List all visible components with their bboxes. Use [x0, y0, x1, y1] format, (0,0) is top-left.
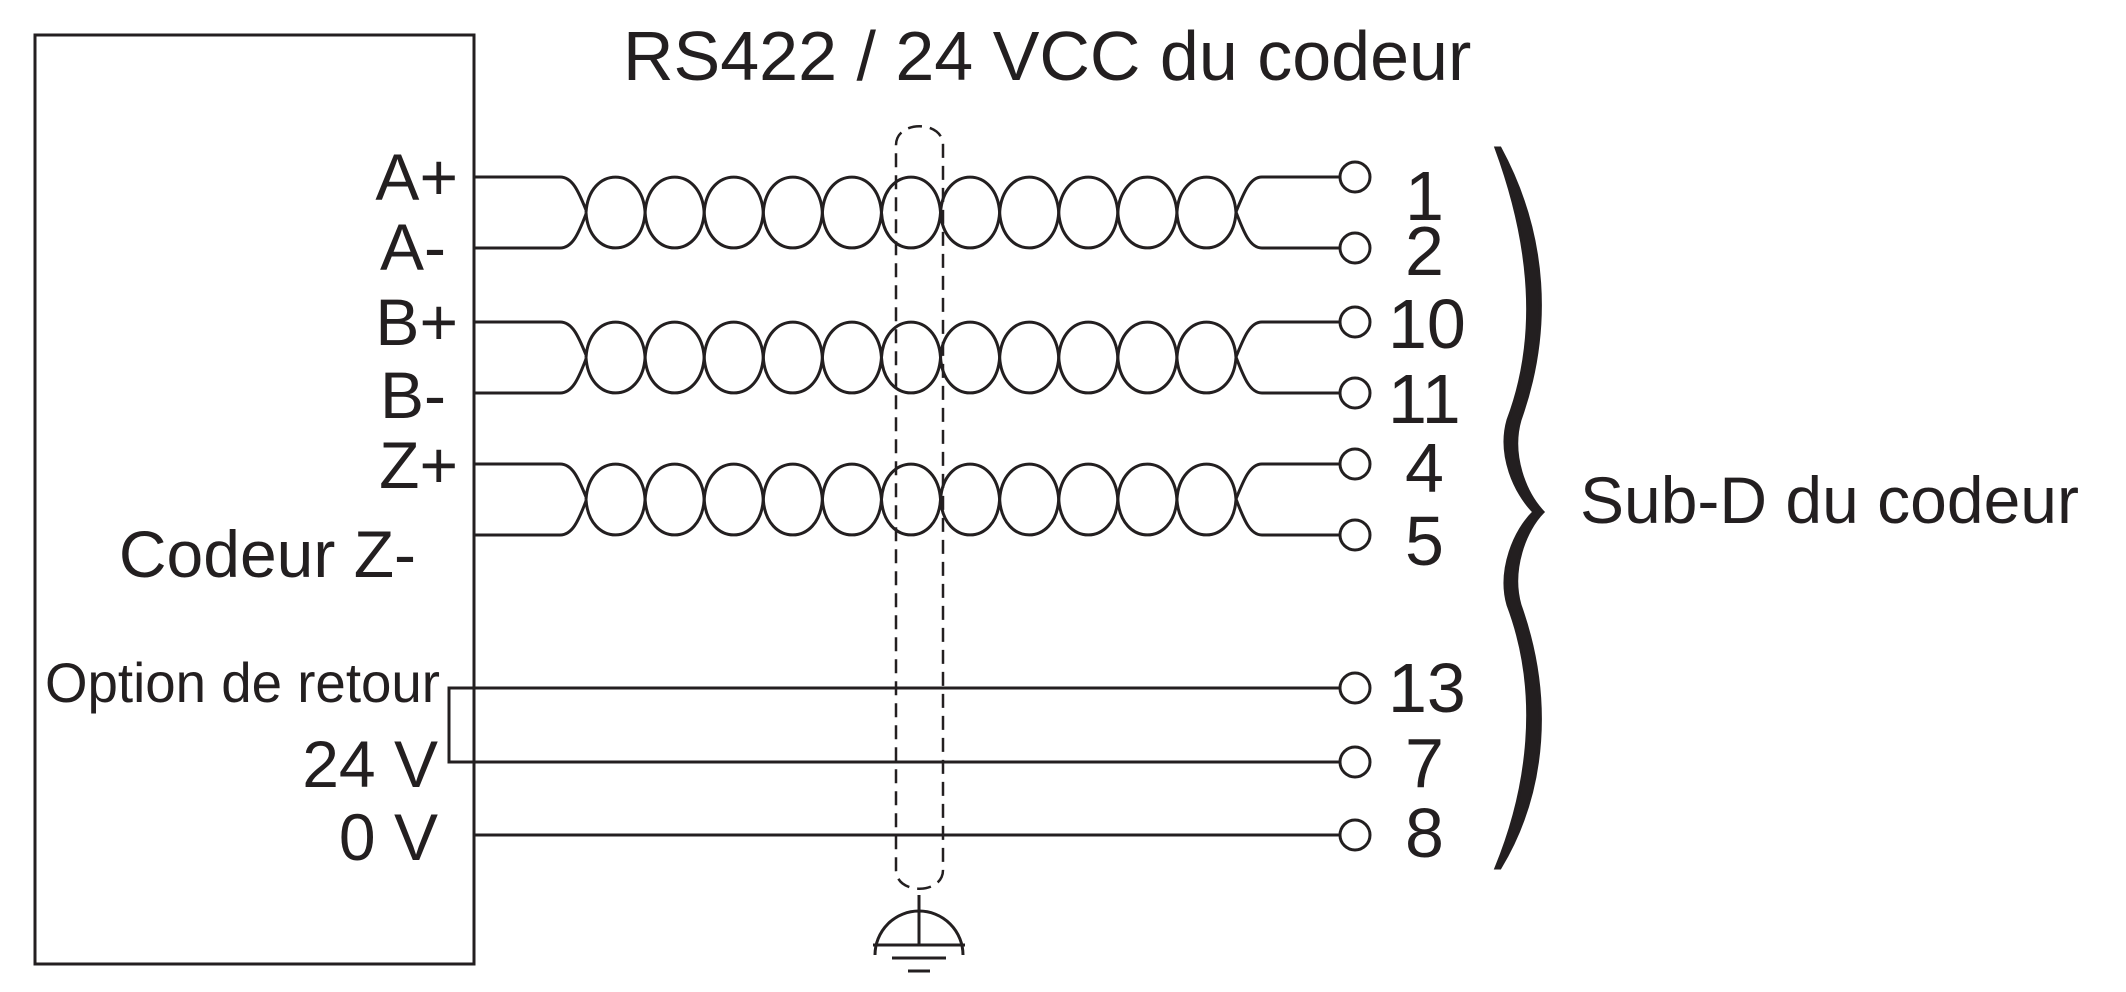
pin-11-terminal: [1338, 376, 1372, 410]
pin-10-terminal: [1338, 305, 1372, 339]
label-a-minus: A-: [380, 210, 446, 284]
pin-label-13: 13: [1388, 649, 1466, 727]
twisted-strand-1-2: [584, 175, 1238, 250]
pin-label-4: 4: [1405, 429, 1444, 507]
connector-label: Sub-D du codeur: [1580, 463, 2079, 537]
label-b-minus: B-: [380, 358, 446, 432]
pair-b-out-1: [1234, 320, 1340, 358]
device-box: [33, 33, 476, 966]
pair-z-out-1: [1234, 462, 1340, 500]
pin-label-7: 7: [1405, 724, 1444, 802]
pin-7-terminal: [1338, 745, 1372, 779]
label-0v: 0 V: [339, 800, 438, 874]
option-bracket: [447, 686, 474, 764]
pair-b-out-2: [1234, 356, 1340, 395]
pin-2-terminal: [1338, 231, 1372, 265]
pair-z-lead-a: [474, 462, 588, 498]
label-z-minus: Codeur Z-: [119, 517, 416, 591]
label-b-plus: B+: [375, 285, 458, 359]
pin-5-terminal: [1338, 518, 1372, 552]
pair-ab-lead-b: [474, 213, 588, 250]
pair-ab-lead-a: [474, 175, 588, 211]
twisted-strand-2-2: [584, 320, 1238, 395]
twisted-pairs: [584, 175, 1238, 537]
pin-13-terminal: [1338, 671, 1372, 705]
chassis-ground-icon: [873, 895, 965, 973]
pin-label-5: 5: [1405, 502, 1444, 580]
pair-a-out-2: [1234, 211, 1340, 250]
pair-b-lead-a: [474, 320, 588, 356]
diagram-title: RS422 / 24 VCC du codeur: [623, 17, 1471, 95]
cable-shield-icon: [894, 125, 945, 890]
label-24v: 24 V: [302, 727, 438, 801]
pin-4-terminal: [1338, 447, 1372, 481]
pin-label-2: 2: [1405, 212, 1444, 290]
pair-b-lead-b: [474, 358, 588, 395]
pin-label-8: 8: [1405, 794, 1444, 872]
pin-label-11: 11: [1388, 360, 1461, 438]
pin-1-terminal: [1338, 160, 1372, 194]
label-a-plus: A+: [375, 140, 458, 214]
pin-label-1: 1: [1405, 157, 1444, 235]
twisted-strand-1-1: [584, 175, 1238, 250]
pair-z-out-2: [1234, 498, 1340, 537]
pin-label-10: 10: [1388, 285, 1466, 363]
twisted-strand-3-2: [584, 462, 1238, 537]
label-z-plus: Z+: [379, 428, 458, 502]
twisted-strand-3-1: [584, 462, 1238, 537]
twisted-strand-2-1: [584, 320, 1238, 395]
pair-z-lead-b: [474, 500, 588, 537]
pair-a-out-1: [1234, 175, 1340, 213]
connector-brace: [1493, 146, 1546, 870]
label-option: Option de retour: [45, 651, 440, 714]
pin-8-terminal: [1338, 818, 1372, 852]
